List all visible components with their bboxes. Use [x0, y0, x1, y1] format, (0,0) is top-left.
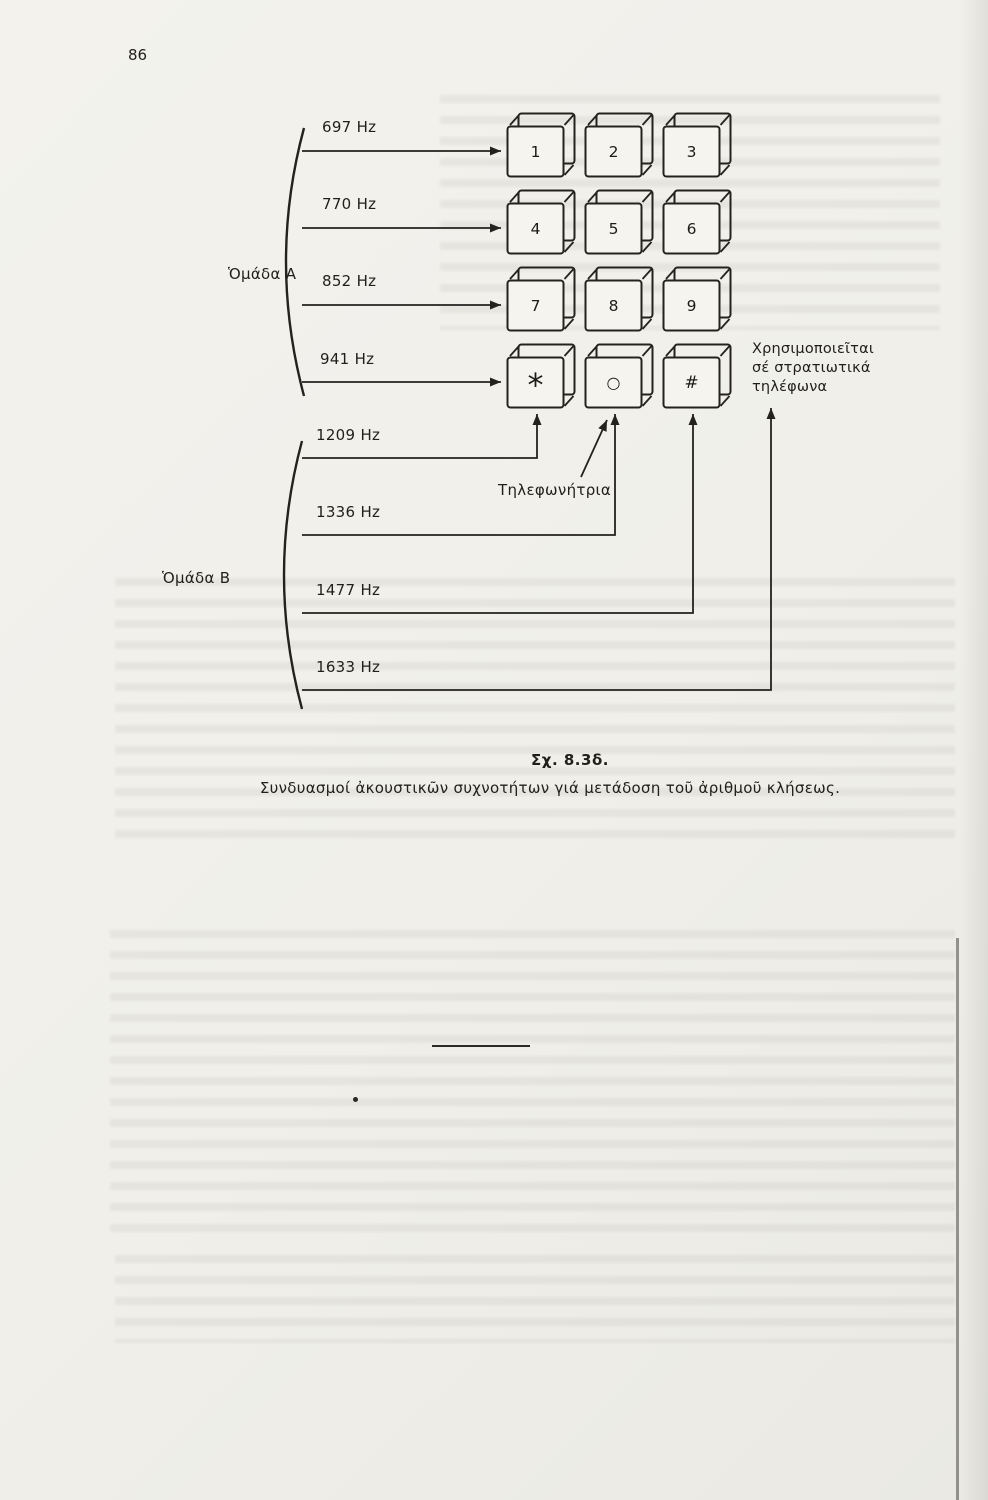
military-note-line: Χρησιμοποιεῖται — [752, 341, 874, 357]
key-4: 4 — [506, 189, 576, 255]
military-note-line: σέ στρατιωτικά — [752, 360, 871, 376]
key-label: 1 — [531, 143, 541, 161]
group-a-brace — [284, 127, 306, 397]
operator-label: Τηλεφωνήτρια — [498, 481, 612, 499]
section-divider-line — [432, 1045, 530, 1047]
key-6: 6 — [662, 189, 732, 255]
frequency-label: 1633 Hz — [316, 658, 381, 676]
key-label: * — [528, 366, 544, 404]
key-label: 5 — [609, 220, 619, 238]
frequency-label: 1209 Hz — [316, 426, 381, 444]
frequency-label: 941 Hz — [320, 350, 375, 368]
page-edge-shadow — [960, 0, 988, 1500]
figure-caption-text: Συνδυασμοί ἀκουστικῶν συχνοτήτων γιά μετ… — [259, 779, 841, 797]
military-note-line: τηλέφωνα — [752, 379, 828, 395]
frequency-label: 852 Hz — [322, 272, 377, 290]
key-label: 2 — [609, 143, 619, 161]
key-label: ○ — [607, 373, 621, 392]
key-label: 6 — [687, 220, 697, 238]
key-2: 2 — [584, 112, 654, 178]
frequency-label: 697 Hz — [322, 118, 377, 136]
key-label: 7 — [531, 297, 541, 315]
key-star: * — [506, 343, 576, 409]
bleed-through-text — [110, 930, 955, 1238]
bleed-through-text — [115, 578, 955, 850]
key-1: 1 — [506, 112, 576, 178]
key-3: 3 — [662, 112, 732, 178]
group-b-label: Ὁμάδα B — [162, 569, 231, 587]
key-8: 8 — [584, 266, 654, 332]
bleed-through-text — [115, 1255, 955, 1343]
key-circle: ○ — [584, 343, 654, 409]
frequency-label: 1477 Hz — [316, 581, 381, 599]
page-edge-line — [956, 938, 959, 1500]
group-b-brace — [282, 440, 304, 710]
ink-speck — [353, 1097, 358, 1102]
page-number: 86 — [128, 46, 148, 64]
key-5: 5 — [584, 189, 654, 255]
key-label: 3 — [687, 143, 697, 161]
key-label: 9 — [687, 297, 697, 315]
group-a-label: Ὁμάδα A — [228, 265, 297, 283]
key-7: 7 — [506, 266, 576, 332]
frequency-label: 1336 Hz — [316, 503, 381, 521]
key-label: 8 — [609, 297, 619, 315]
figure-caption-number: Σχ. 8.3δ. — [531, 751, 609, 769]
key-label: 4 — [531, 220, 541, 238]
military-note: Χρησιμοποιεῖται σέ στρατιωτικά τηλέφωνα — [752, 340, 874, 397]
key-9: 9 — [662, 266, 732, 332]
key-hash: # — [662, 343, 732, 409]
key-label: # — [684, 373, 698, 393]
frequency-label: 770 Hz — [322, 195, 377, 213]
